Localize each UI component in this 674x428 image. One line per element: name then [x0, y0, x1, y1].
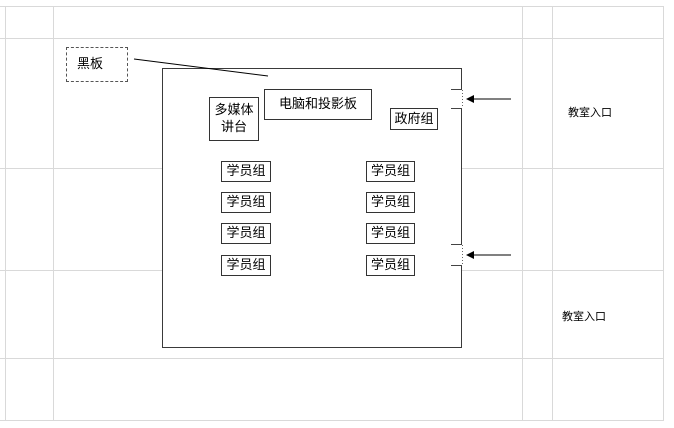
student-group-right-4: 学员组	[366, 255, 415, 276]
student-group-right-1: 学员组	[366, 161, 415, 182]
student-group-left-4: 学员组	[221, 255, 271, 276]
student-group-right-3: 学员组	[366, 223, 415, 244]
student-group-left-2: 学员组	[221, 192, 271, 213]
blackboard-label: 黑板	[66, 47, 128, 82]
entrance-label-1: 教室入口	[568, 106, 612, 119]
blackboard-pointer-line	[133, 58, 269, 77]
student-group-right-2: 学员组	[366, 192, 415, 213]
student-group-left-3: 学员组	[221, 223, 271, 244]
computer-projector-box: 电脑和投影板	[264, 89, 372, 120]
government-group-box: 政府组	[390, 108, 438, 130]
multimedia-podium: 多媒体 讲台	[209, 97, 259, 141]
entrance-label-2: 教室入口	[562, 310, 606, 323]
student-group-left-1: 学员组	[221, 161, 271, 182]
